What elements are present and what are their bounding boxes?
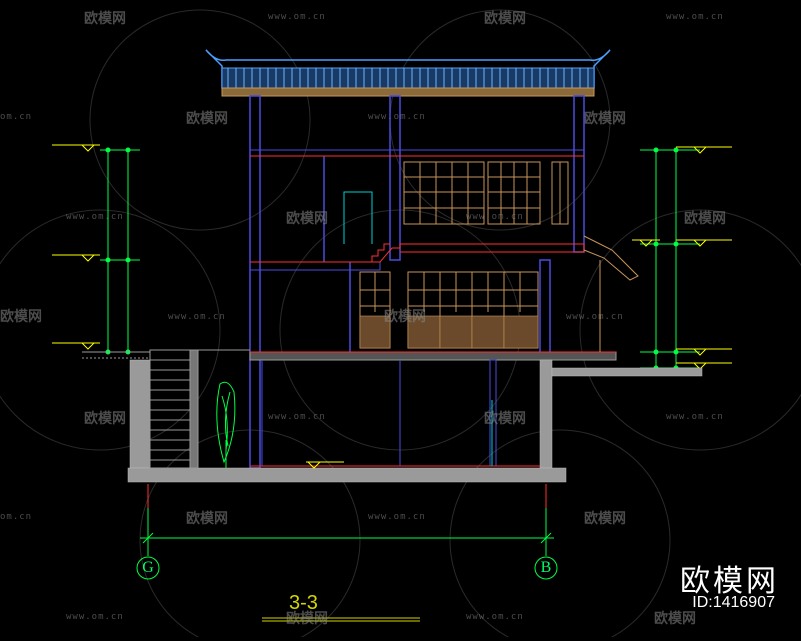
- axis-label-b: B: [540, 559, 552, 576]
- watermark-brand: 欧模网: [286, 611, 328, 627]
- middle-panels: [359, 315, 539, 349]
- roof: [205, 49, 611, 97]
- watermark-url: www.om.cn: [368, 512, 426, 522]
- watermark-brand: 欧模网: [654, 611, 696, 627]
- watermark-url: www.om.cn: [66, 212, 124, 222]
- section-title: 3-3: [289, 592, 318, 614]
- exterior-stair: [149, 349, 199, 469]
- upper-door: [343, 191, 373, 244]
- watermark-brand: 欧模网: [286, 211, 328, 227]
- floor-slabs: [249, 149, 617, 361]
- watermark-url: www.om.cn: [66, 612, 124, 622]
- cantilever-stair: [583, 235, 639, 352]
- left-level-symbols: [52, 144, 100, 350]
- watermark-brand: 欧模网: [384, 309, 426, 325]
- basement-level-mark: [306, 461, 344, 469]
- watermark-brand: 欧模网: [84, 411, 126, 427]
- watermark-brand: 欧模网: [186, 111, 228, 127]
- interior-stair: [371, 243, 390, 262]
- watermark-url: www.om.cn: [268, 412, 326, 422]
- watermark-brand: 欧模网: [84, 11, 126, 27]
- watermark-url: www.om.cn: [466, 212, 524, 222]
- brand-id: ID:1416907: [692, 594, 775, 611]
- watermark-brand: 欧模网: [684, 211, 726, 227]
- watermark-brand: 欧模网: [484, 411, 526, 427]
- ground-lines: [82, 349, 702, 373]
- title-underline: [262, 617, 420, 622]
- watermark-brand: 欧模网: [186, 511, 228, 527]
- watermark-url: www.om.cn: [466, 612, 524, 622]
- watermark-brand: 欧模网: [584, 111, 626, 127]
- right-level-symbols: [632, 146, 732, 370]
- watermark-url: www.om.cn: [666, 12, 724, 22]
- watermark-brand: 欧模网: [484, 11, 526, 27]
- watermark-url: om.cn: [0, 112, 33, 122]
- watermark-url: www.om.cn: [368, 112, 426, 122]
- watermark-url: www.om.cn: [666, 412, 724, 422]
- watermark-url: www.om.cn: [566, 312, 624, 322]
- watermark-brand: 欧模网: [0, 309, 42, 325]
- axis-label-g: G: [142, 559, 154, 576]
- watermark-url: www.om.cn: [268, 12, 326, 22]
- watermark-url: om.cn: [0, 512, 33, 522]
- watermark-brand: 欧模网: [584, 511, 626, 527]
- plant-shrub-icon: [216, 381, 236, 468]
- watermark-url: www.om.cn: [168, 312, 226, 322]
- left-level-markers: [100, 147, 140, 355]
- red-ticks: [147, 484, 547, 508]
- basement-walls: [127, 359, 703, 483]
- brand-name: 欧模网: [680, 564, 779, 599]
- upper-windows: [403, 161, 569, 225]
